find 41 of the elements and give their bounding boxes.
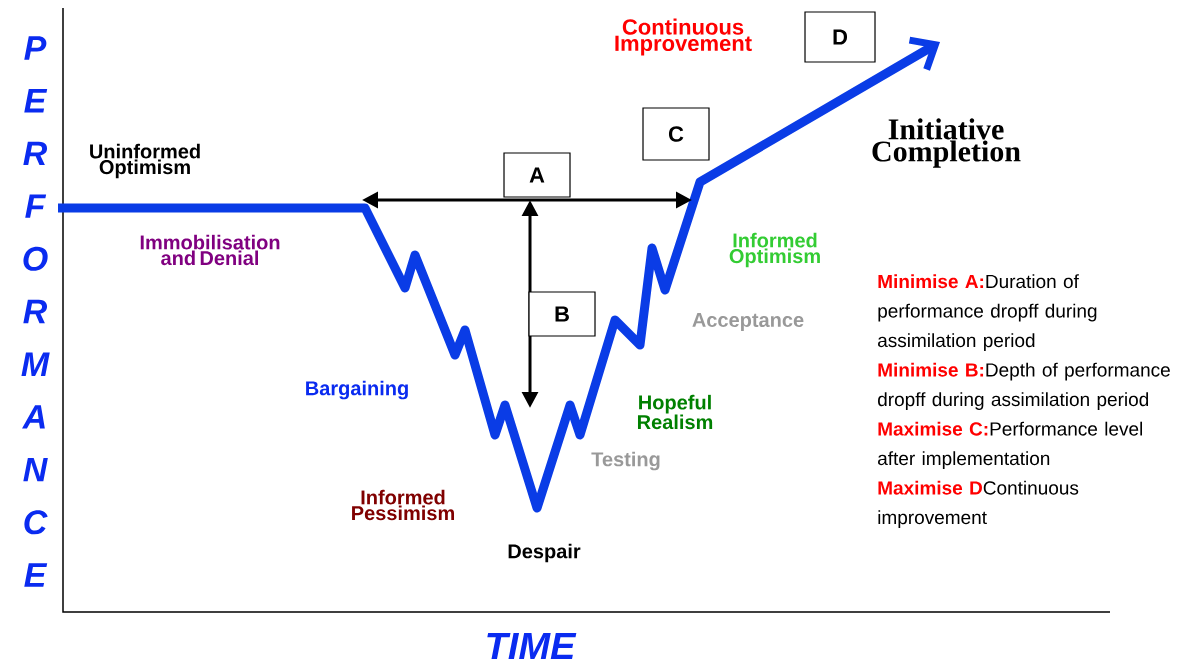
- label: after implementation: [878, 451, 1050, 469]
- stage-label: Uninformed Optimism: [90, 143, 200, 179]
- stage-label: Continuous Improvement: [615, 18, 752, 56]
- letter-box: D: [804, 11, 876, 63]
- stage-label: Testing: [591, 451, 660, 471]
- axis-title: F: [25, 194, 47, 218]
- label: Duration of: [986, 274, 1079, 289]
- label: assimilation period: [878, 333, 1035, 351]
- label: Minimise B:: [878, 362, 984, 377]
- label: performance dropff during: [878, 303, 1097, 322]
- axis-title: TIME: [487, 632, 577, 660]
- label: Maximise C:: [878, 421, 988, 436]
- letter-box: B: [528, 291, 596, 337]
- stage-label: Hopeful Realism: [638, 394, 713, 430]
- letter-box: C: [642, 107, 710, 161]
- letter-box: A: [503, 152, 571, 198]
- stage-label: Immobilisation and Denial: [140, 234, 280, 266]
- stage-label: Despair: [508, 543, 581, 563]
- stage-label: Bargaining: [306, 380, 408, 400]
- note-text: Minimise A: Duration of performance dropff during assimilation period Minimise B: Depth of performance dropff during assimilation period Maximise C: Performance level after implementation Maximise DContinuous improvement: [878, 274, 1170, 528]
- label: Performance level: [990, 421, 1143, 436]
- stage-label: Informed Pessimism: [352, 489, 454, 521]
- label: Minimise A:: [878, 274, 984, 289]
- axis-title: O: [23, 246, 48, 271]
- axis-title: A: [22, 405, 45, 429]
- label: Depth of performance: [986, 362, 1170, 381]
- stage-label: Informed Optimism: [729, 232, 820, 268]
- axis-title: E: [24, 563, 48, 587]
- axis-title: P: [24, 36, 47, 60]
- axis-title: R: [23, 141, 48, 166]
- axis-title: C: [24, 510, 48, 535]
- label: dropff during assimilation period: [878, 392, 1149, 410]
- axis-title: M: [21, 352, 50, 376]
- label: improvement: [878, 510, 987, 528]
- axis-title: E: [24, 89, 48, 113]
- label: Maximise D: [878, 480, 982, 495]
- label: Continuous: [983, 480, 1079, 495]
- stage-label: Initiative Completion: [872, 118, 1021, 168]
- axis-title: N: [23, 457, 48, 482]
- stage-label: Acceptance: [692, 313, 804, 331]
- axis-title: R: [23, 299, 48, 324]
